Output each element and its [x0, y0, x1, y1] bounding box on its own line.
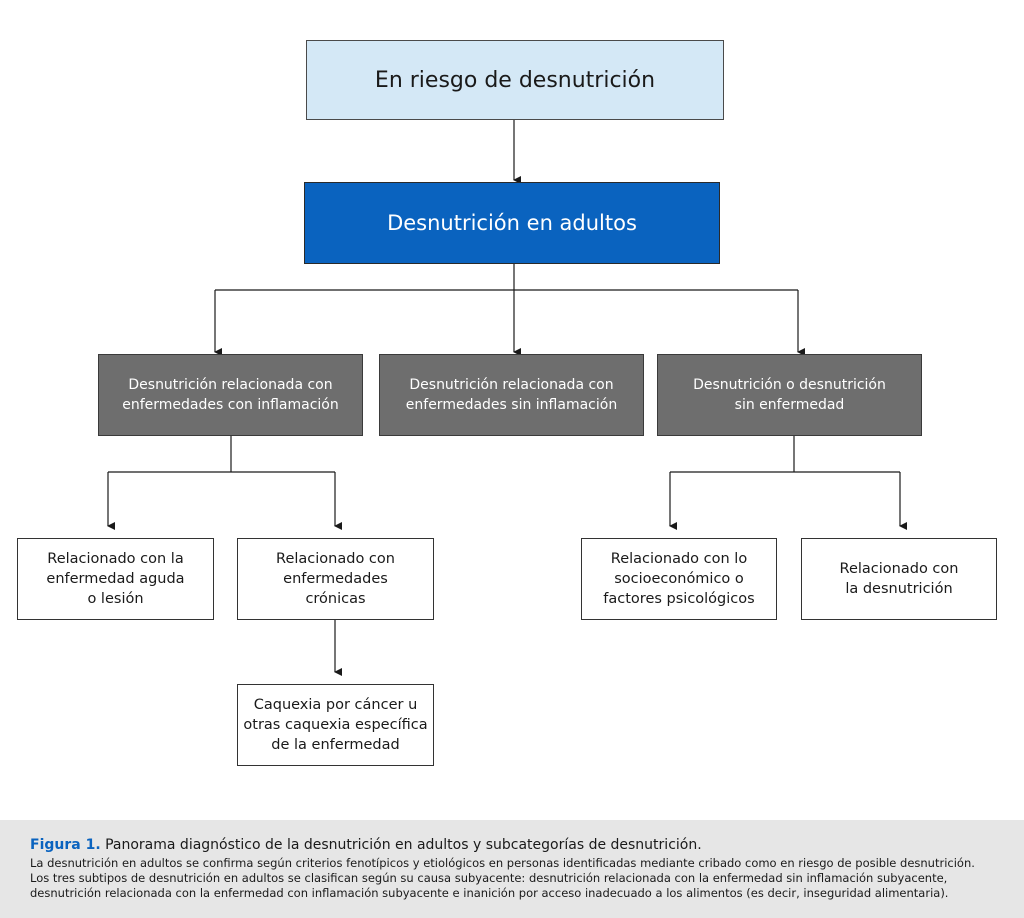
node-leaf-starvation: Relacionado con la desnutrición	[801, 538, 997, 620]
node-category-inflammation: Desnutrición relacionada con enfermedade…	[98, 354, 363, 436]
node-leaf-cachexia: Caquexia por cáncer u otras caquexia esp…	[237, 684, 434, 766]
node-risk: En riesgo de desnutrición	[306, 40, 724, 120]
node-category-no-inflammation: Desnutrición relacionada con enfermedade…	[379, 354, 644, 436]
node-adult-malnutrition: Desnutrición en adultos	[304, 182, 720, 264]
caption-heading: Figura 1. Panorama diagnóstico de la des…	[30, 836, 994, 854]
node-leaf-socioeconomic: Relacionado con lo socioeconómico o fact…	[581, 538, 777, 620]
caption-body: La desnutrición en adultos se confirma s…	[30, 856, 975, 900]
figure-caption: Figura 1. Panorama diagnóstico de la des…	[0, 820, 1024, 918]
caption-title: Panorama diagnóstico de la desnutrición …	[105, 837, 702, 853]
node-leaf-acute: Relacionado con la enfermedad aguda o le…	[17, 538, 214, 620]
node-category-no-disease: Desnutrición o desnutrición sin enfermed…	[657, 354, 922, 436]
node-leaf-chronic: Relacionado con enfermedades crónicas	[237, 538, 434, 620]
caption-label: Figura 1.	[30, 837, 101, 853]
